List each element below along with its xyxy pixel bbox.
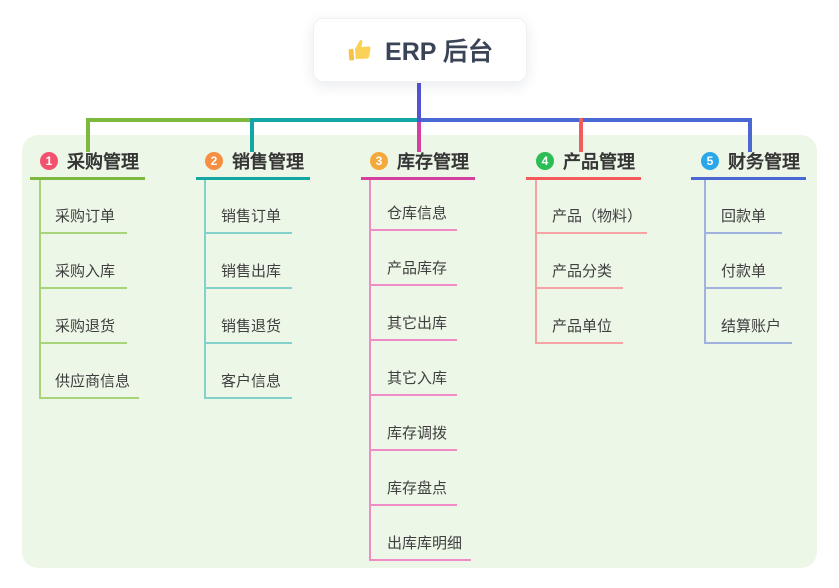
- branch-underline: [30, 177, 145, 180]
- child-node[interactable]: 付款单: [721, 263, 767, 280]
- child-underline: [535, 232, 647, 234]
- child-node[interactable]: 销售退货: [221, 318, 282, 335]
- child-underline: [369, 559, 471, 561]
- child-underline: [535, 342, 623, 344]
- child-underline: [704, 342, 792, 344]
- connector-line: [579, 118, 583, 152]
- child-node[interactable]: 产品分类: [552, 263, 613, 280]
- child-node[interactable]: 库存盘点: [387, 480, 448, 497]
- connector-line: [417, 118, 421, 152]
- branch-node-inventory[interactable]: 3 库存管理: [370, 150, 469, 172]
- child-underline: [204, 287, 292, 289]
- child-underline: [204, 342, 292, 344]
- branch-child-trunk: [704, 180, 706, 344]
- branches-panel: [22, 135, 817, 568]
- branch-child-trunk: [369, 180, 371, 561]
- child-node[interactable]: 销售订单: [221, 208, 282, 225]
- connector-line: [86, 118, 252, 122]
- child-node[interactable]: 产品库存: [387, 260, 448, 277]
- child-node[interactable]: 其它入库: [387, 370, 448, 387]
- child-node[interactable]: 采购订单: [55, 208, 116, 225]
- child-underline: [369, 284, 457, 286]
- child-node[interactable]: 库存调拨: [387, 425, 448, 442]
- branch-underline: [196, 177, 310, 180]
- root-stem-line: [417, 83, 421, 122]
- branch-child-trunk: [204, 180, 206, 399]
- child-underline: [704, 232, 782, 234]
- child-node[interactable]: 出库库明细: [387, 535, 463, 552]
- child-underline: [39, 397, 139, 399]
- child-node[interactable]: 采购入库: [55, 263, 116, 280]
- connector-line: [86, 118, 90, 152]
- thumbs-up-icon: [346, 36, 375, 65]
- connector-line: [250, 118, 254, 152]
- child-underline: [535, 287, 623, 289]
- branch-child-trunk: [39, 180, 41, 399]
- branch-index-badge: 4: [536, 152, 554, 170]
- child-node[interactable]: 回款单: [721, 208, 767, 225]
- branch-index-badge: 5: [701, 152, 719, 170]
- branch-node-product[interactable]: 4 产品管理: [536, 150, 635, 172]
- child-underline: [704, 287, 782, 289]
- branch-index-badge: 3: [370, 152, 388, 170]
- branch-index-badge: 2: [205, 152, 223, 170]
- branch-label: 采购管理: [67, 152, 139, 172]
- child-node[interactable]: 其它出库: [387, 315, 448, 332]
- child-node[interactable]: 仓库信息: [387, 205, 448, 222]
- connector-line: [250, 118, 421, 122]
- branch-label: 销售管理: [232, 152, 304, 172]
- branch-label: 库存管理: [397, 152, 469, 172]
- child-node[interactable]: 结算账户: [721, 318, 782, 335]
- root-title: ERP 后台: [385, 38, 493, 66]
- connector-line: [417, 118, 752, 122]
- child-node[interactable]: 采购退货: [55, 318, 116, 335]
- child-node[interactable]: 销售出库: [221, 263, 282, 280]
- child-underline: [39, 342, 127, 344]
- child-underline: [369, 229, 457, 231]
- child-node[interactable]: 客户信息: [221, 373, 282, 390]
- branch-label: 产品管理: [563, 152, 635, 172]
- child-underline: [204, 397, 292, 399]
- child-node[interactable]: 产品单位: [552, 318, 613, 335]
- child-node[interactable]: 供应商信息: [55, 373, 131, 390]
- child-underline: [369, 394, 457, 396]
- connector-line: [748, 118, 752, 152]
- branch-underline: [361, 177, 475, 180]
- child-underline: [39, 287, 127, 289]
- child-underline: [39, 232, 127, 234]
- branch-underline: [691, 177, 806, 180]
- root-node[interactable]: ERP 后台: [313, 18, 527, 82]
- branch-child-trunk: [535, 180, 537, 344]
- child-underline: [369, 449, 457, 451]
- branch-underline: [526, 177, 641, 180]
- branch-node-purchase[interactable]: 1 采购管理: [40, 150, 139, 172]
- child-underline: [369, 504, 457, 506]
- branch-index-badge: 1: [40, 152, 58, 170]
- branch-label: 财务管理: [728, 152, 800, 172]
- branch-node-sales[interactable]: 2 销售管理: [205, 150, 304, 172]
- child-underline: [369, 339, 457, 341]
- child-underline: [204, 232, 292, 234]
- child-node[interactable]: 产品（物料）: [552, 208, 643, 225]
- branch-node-finance[interactable]: 5 财务管理: [701, 150, 800, 172]
